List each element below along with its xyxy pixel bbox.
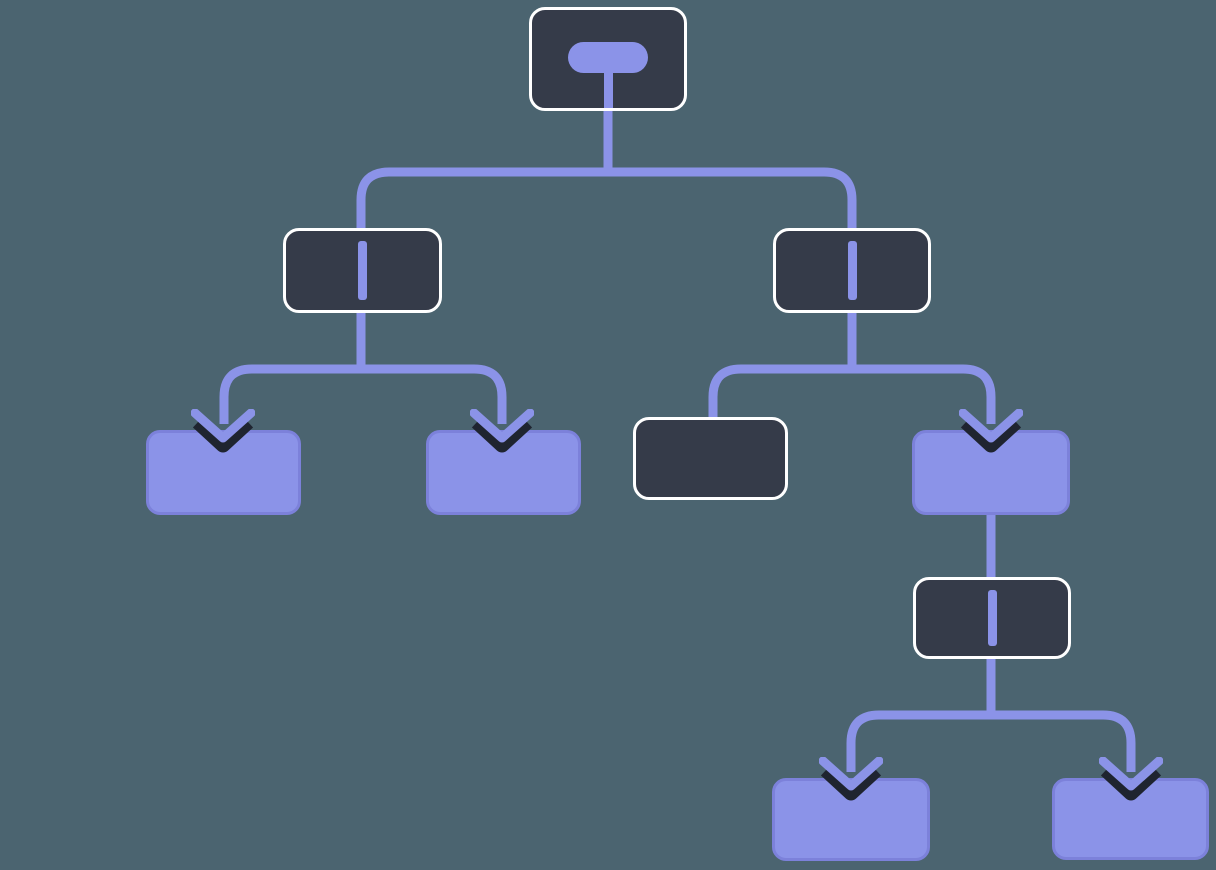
pass-through-line	[358, 241, 367, 300]
collapsed-pill-icon	[568, 42, 648, 73]
drop-arrow-icon	[470, 409, 534, 453]
node-branch-bottom[interactable]	[913, 577, 1071, 659]
node-branch-right[interactable]	[773, 228, 931, 313]
drop-arrow-icon	[191, 409, 255, 453]
drop-arrow-icon	[959, 409, 1023, 453]
edge-branch-right-to-leaves	[708, 364, 996, 424]
edge-branch-bottom-to-leaves	[846, 710, 1136, 772]
edge-root-to-branches	[356, 167, 857, 244]
pass-through-line	[987, 590, 997, 646]
node-root[interactable]	[529, 7, 687, 111]
edge-branch-left-to-leaves	[219, 364, 507, 424]
pill-stem	[603, 70, 613, 108]
node-leaf-c[interactable]	[633, 417, 788, 500]
drop-arrow-icon	[1099, 757, 1163, 801]
pass-through-line	[847, 241, 857, 300]
drop-arrow-icon	[819, 757, 883, 801]
node-branch-left[interactable]	[283, 228, 442, 313]
